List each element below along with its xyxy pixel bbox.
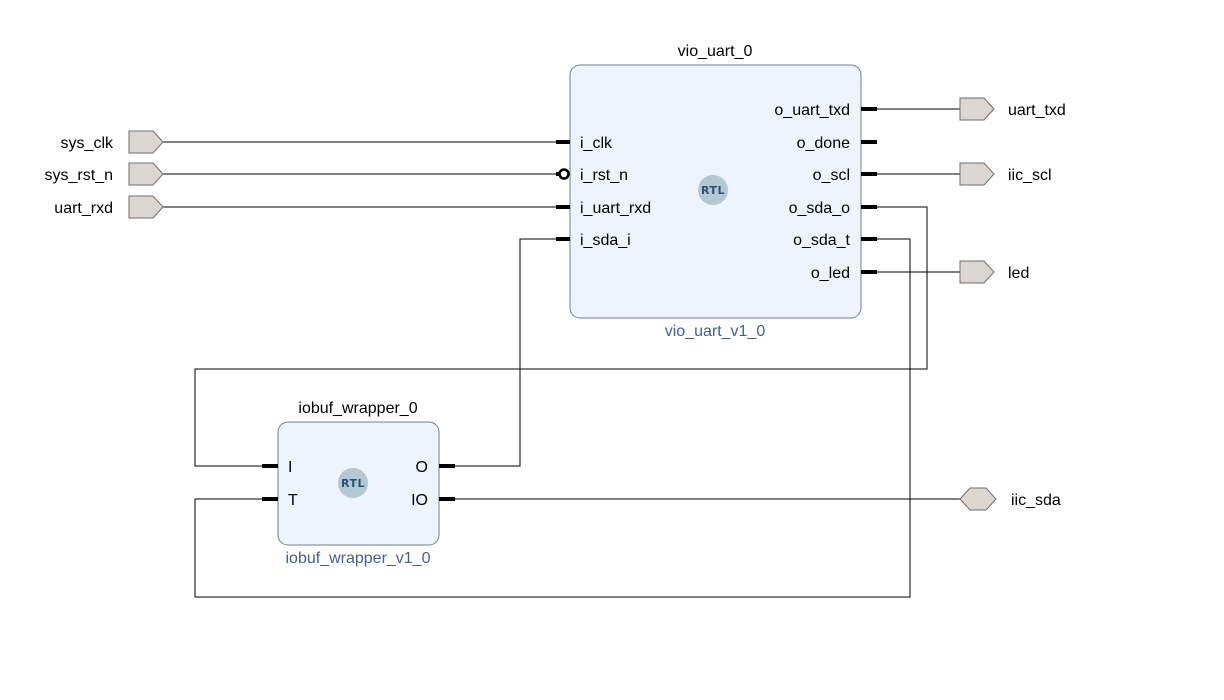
block-instance-name: vio_uart_0: [678, 43, 753, 60]
rtl-badge-icon: RTL: [698, 175, 728, 205]
pin-label: o_sda_t: [793, 232, 850, 249]
pin-label: i_clk: [580, 135, 613, 152]
wire-sda-o-to-I: [194, 206, 928, 467]
port-iic-scl[interactable]: iic_scl: [959, 162, 1052, 186]
wires: [163, 108, 960, 598]
pin-label: i_rst_n: [580, 167, 628, 184]
port-label: iic_scl: [1008, 167, 1052, 184]
block-module-name: iobuf_wrapper_v1_0: [286, 550, 431, 567]
inout-port-icon: [959, 487, 997, 511]
port-led[interactable]: led: [959, 260, 1029, 284]
port-label: uart_rxd: [54, 200, 113, 217]
port-uart-rxd[interactable]: uart_rxd: [54, 195, 164, 219]
pin-label: o_sda_o: [789, 200, 850, 217]
svg-text:RTL: RTL: [341, 477, 365, 490]
svg-text:RTL: RTL: [701, 184, 725, 197]
output-port-icon: [959, 97, 995, 121]
pin-label: o_uart_txd: [774, 102, 850, 119]
port-uart-txd[interactable]: uart_txd: [959, 97, 1066, 121]
port-label: sys_rst_n: [45, 167, 113, 184]
rtl-badge-icon: RTL: [338, 468, 368, 498]
input-port-icon: [128, 130, 164, 154]
pin-label: o_done: [797, 135, 850, 152]
block-instance-name: iobuf_wrapper_0: [298, 400, 417, 417]
pin-label: i_uart_rxd: [580, 200, 651, 217]
block-iobuf-wrapper[interactable]: iobuf_wrapper_0 iobuf_wrapper_v1_0 RTL I…: [262, 400, 455, 567]
port-label: iic_sda: [1011, 492, 1061, 509]
input-port-icon: [128, 195, 164, 219]
pin-label: i_sda_i: [580, 232, 631, 249]
port-label: uart_txd: [1008, 102, 1066, 119]
active-low-bubble-icon: [558, 168, 570, 180]
port-iic-sda[interactable]: iic_sda: [959, 487, 1061, 511]
port-sys-clk[interactable]: sys_clk: [61, 130, 164, 154]
input-port-icon: [128, 162, 164, 186]
output-port-icon: [959, 260, 995, 284]
wire-O-to-sda-i: [455, 238, 556, 467]
output-port-icon: [959, 162, 995, 186]
port-sys-rst-n[interactable]: sys_rst_n: [45, 162, 164, 186]
block-vio-uart[interactable]: vio_uart_0 vio_uart_v1_0 RTL i_clk i_rst…: [556, 43, 877, 340]
pin-label: I: [288, 459, 292, 476]
port-label: sys_clk: [61, 135, 114, 152]
pin-label: o_led: [811, 265, 850, 282]
port-label: led: [1008, 265, 1029, 282]
block-module-name: vio_uart_v1_0: [665, 323, 766, 340]
pin-label: O: [416, 459, 428, 476]
wire-sda-t-to-T: [194, 238, 911, 598]
pin-label: T: [288, 492, 298, 509]
external-ports: sys_clk sys_rst_n uart_rxd uart_txd iic_…: [45, 97, 1066, 511]
pin-label: o_scl: [813, 167, 850, 184]
pin-label: IO: [411, 492, 428, 509]
